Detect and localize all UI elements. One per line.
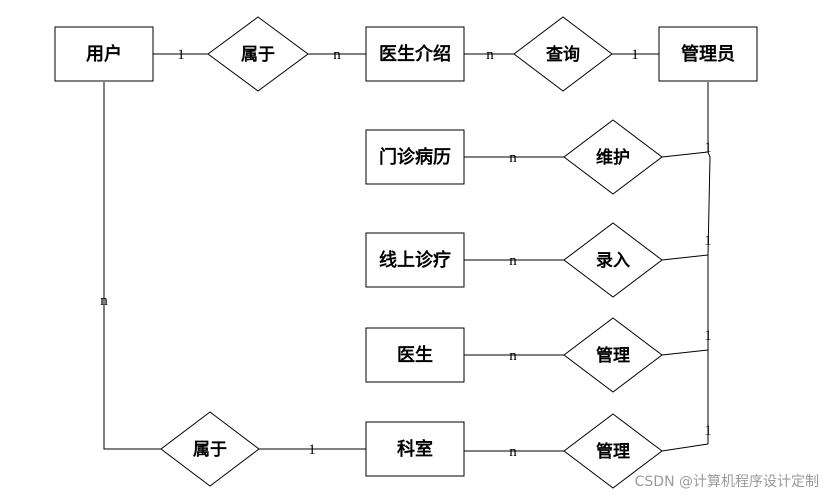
line-enter-admin	[661, 254, 709, 261]
watermark: CSDN @计算机程序设计定制	[634, 474, 819, 490]
entity-user: 用户	[86, 43, 122, 65]
rel-belongs-bottom: 属于	[193, 440, 227, 460]
entity-doctor: 医生	[397, 344, 433, 366]
line-manage-admin	[661, 349, 709, 356]
rel-query: 查询	[545, 44, 580, 65]
entity-online-treatment-box	[365, 232, 465, 288]
card-belongs-intro: n	[333, 47, 341, 63]
line-admin-vertical	[707, 82, 711, 444]
rel-maintain-shape	[563, 119, 663, 195]
card-query-admin: 1	[631, 47, 639, 63]
entity-doctor-intro-box	[365, 26, 465, 82]
card-treatment-enter: n	[509, 253, 517, 269]
rel-belongs-bottom-shape	[160, 411, 260, 487]
card-manage-admin: 1	[704, 328, 712, 344]
rel-manage-dept: 管理	[596, 441, 630, 462]
entity-doctor-box	[365, 327, 465, 383]
card-user-belongs: 1	[177, 47, 185, 63]
rel-belongs-top-shape	[207, 16, 309, 92]
rel-manage-doctor-shape	[563, 317, 663, 393]
rel-enter: 录入	[596, 251, 630, 271]
rel-manage-doctor: 管理	[596, 345, 630, 366]
card-intro-query: n	[486, 47, 494, 63]
rel-query-shape	[513, 16, 613, 92]
entity-user-box	[54, 26, 154, 82]
entity-admin: 管理员	[681, 43, 735, 65]
entity-outpatient-record-box	[365, 129, 465, 185]
card-belongs2-dept: 1	[308, 442, 316, 458]
card-enter-admin: 1	[704, 233, 712, 249]
entity-department: 科室	[397, 438, 433, 460]
card-dept-manage: n	[509, 444, 517, 460]
card-user-belongs2: n	[100, 293, 108, 309]
rel-belongs-top: 属于	[241, 45, 275, 65]
line-manage2-admin	[661, 443, 709, 452]
entity-admin-box	[658, 26, 758, 82]
entity-online-treatment: 线上诊疗	[379, 249, 451, 271]
entity-department-box	[365, 421, 465, 477]
card-record-maintain: n	[509, 150, 517, 166]
entity-outpatient-record: 门诊病历	[379, 146, 451, 168]
entity-doctor-intro: 医生介绍	[379, 43, 451, 65]
rel-maintain: 维护	[596, 147, 630, 168]
card-maintain-admin: 1	[704, 140, 712, 156]
rel-manage-dept-shape	[563, 413, 663, 489]
line-maintain-admin	[661, 151, 709, 158]
rel-enter-shape	[563, 222, 663, 298]
card-doctor-manage: n	[509, 348, 517, 364]
line-user-belongs2	[103, 82, 161, 450]
card-manage2-admin: 1	[704, 423, 712, 439]
